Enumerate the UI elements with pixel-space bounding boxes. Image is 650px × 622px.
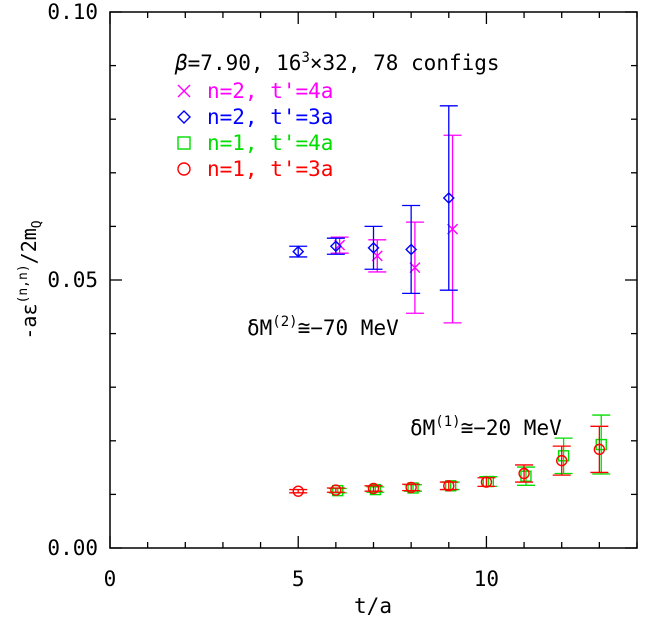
error-bar [364, 485, 383, 492]
y-tick-label: 0.00 [47, 536, 98, 560]
data-point-diamond [177, 110, 191, 124]
x-axis-label: t/a [354, 594, 392, 618]
data-point-circle [292, 485, 304, 497]
error-bar [289, 245, 308, 258]
data-point-circle [518, 467, 530, 480]
tick-labels: 0 5 10 0.00 0.05 0.10 [47, 0, 499, 591]
annotation-dm2-base: δM [247, 316, 272, 340]
legend-entry-label: n=1, t'=3a [207, 157, 333, 181]
x-tick-label: 10 [474, 567, 499, 591]
data-point-circle [480, 476, 493, 488]
x-tick-label: 5 [292, 567, 305, 591]
data-point-square [177, 136, 191, 150]
series-cross [330, 134, 462, 324]
annotation-dm1-base: δM [410, 416, 435, 440]
error-bar [477, 477, 496, 488]
legend-entry-label: n=1, t'=4a [207, 131, 333, 155]
error-bar [439, 105, 458, 291]
error-bar [439, 481, 458, 491]
data-point-diamond [405, 243, 418, 256]
legend-entry: n=2, t'=4a [177, 79, 333, 103]
annotation-dm2-sup: (2) [272, 314, 297, 330]
legend-entry-label: n=2, t'=3a [207, 105, 333, 129]
legend-entries: n=2, t'=4an=2, t'=3an=1, t'=4an=1, t'=3a [177, 79, 333, 181]
annotation-dm2: δM(2)≅−70 MeV [247, 314, 399, 340]
legend: β=7.90, 163×32, 78 configs n=2, t'=4an=2… [174, 50, 500, 181]
annotation-dm1-sup: (1) [435, 414, 460, 430]
legend-entry-label: n=2, t'=4a [207, 79, 333, 103]
y-axis-label: -aε(n,n)/2mQ [16, 220, 45, 339]
y-label-mid: /2m [17, 228, 41, 264]
data-point-diamond [329, 240, 342, 253]
legend-header-beta: β [174, 51, 188, 75]
y-label-base: -aε [17, 303, 41, 339]
x-tick-label: 0 [104, 567, 117, 591]
data-point-circle [177, 162, 191, 176]
data-point-circle [443, 480, 455, 492]
data-point-square [595, 438, 607, 451]
legend-entry: n=1, t'=4a [177, 131, 333, 155]
series-circle [289, 425, 609, 497]
legend-header-text2: ×32, 78 configs [310, 51, 500, 75]
plot-frame [109, 11, 638, 549]
legend-header-text1: =7.90, 16 [188, 51, 302, 75]
data-point-diamond [367, 241, 380, 254]
data-point-square [520, 470, 532, 482]
error-bar [515, 464, 534, 483]
legend-header: β=7.90, 163×32, 78 configs [174, 50, 500, 75]
data-point-circle [405, 481, 417, 494]
y-tick-label: 0.10 [47, 0, 98, 24]
series-diamond [289, 105, 458, 295]
legend-entry: n=1, t'=3a [177, 157, 333, 181]
error-bar [289, 488, 308, 494]
data-point-circle [593, 443, 606, 456]
y-label-sup: (n,n) [16, 264, 31, 303]
error-bar [552, 445, 571, 476]
error-bar [364, 225, 383, 270]
annotation-dm1: δM(1)≅−20 MeV [410, 414, 562, 440]
data-point-cross [177, 84, 191, 98]
error-bar [402, 204, 421, 295]
annotation-dm1-text: ≅−20 MeV [461, 416, 563, 440]
legend-header-sup: 3 [301, 50, 309, 66]
axis-ticks [109, 11, 638, 549]
error-bar [326, 487, 345, 493]
data-point-circle [330, 484, 342, 496]
y-tick-label: 0.05 [47, 268, 98, 292]
annotation-dm2-text: ≅−70 MeV [298, 316, 400, 340]
error-bar [590, 425, 609, 474]
data-point-square [557, 450, 570, 462]
error-bar [402, 483, 421, 492]
legend-entry: n=2, t'=3a [177, 105, 333, 129]
y-label-sub: Q [30, 220, 45, 228]
data-point-diamond [292, 245, 305, 258]
series-layer [289, 105, 611, 497]
data-point-circle [556, 454, 568, 467]
data-point-diamond [442, 192, 455, 204]
data-point-circle [367, 482, 380, 495]
